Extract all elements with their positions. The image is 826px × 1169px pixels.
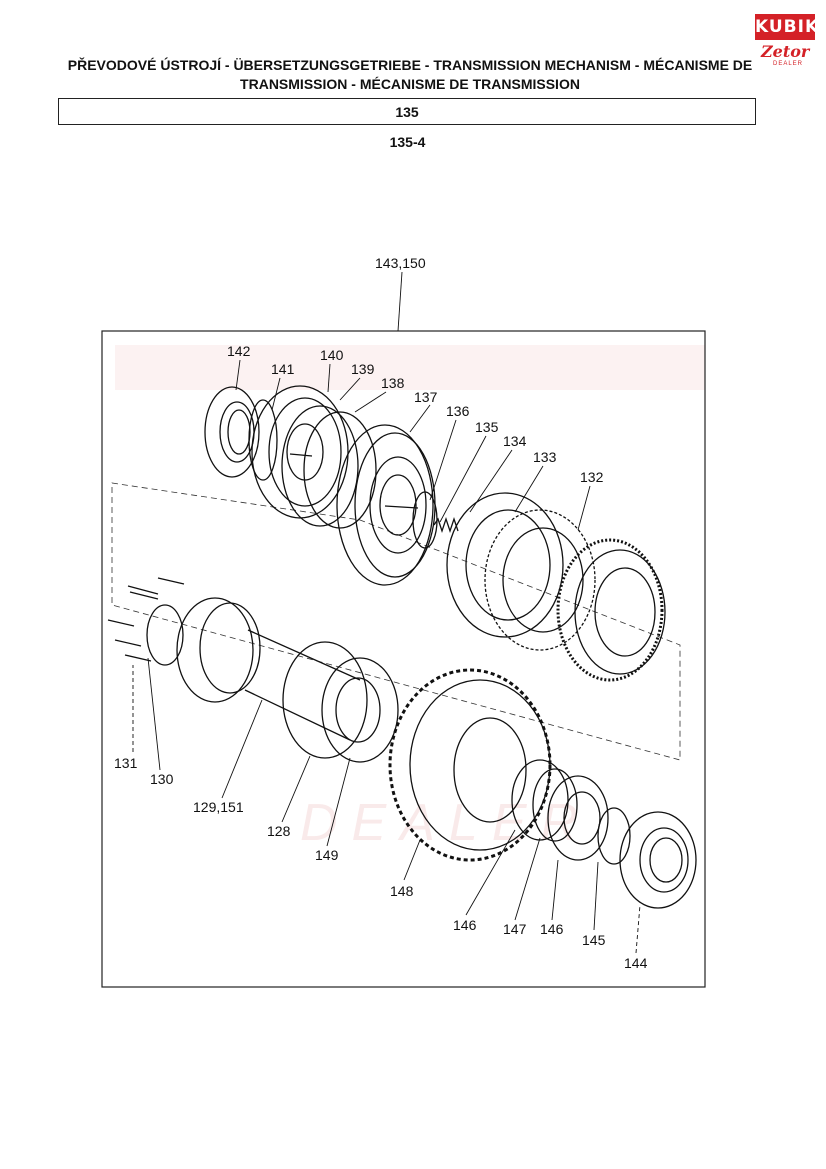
kubik-zetor-logo: KUBIK Zetor DEALER [755, 14, 818, 70]
part-149-ring [321, 657, 399, 763]
part-140-piston [251, 385, 349, 519]
callout-135: 135 [475, 419, 499, 435]
callout-131: 131 [114, 755, 138, 771]
logo-kubik-text: KUBIK [755, 14, 818, 40]
diagram-frame [101, 330, 706, 988]
callout-141: 141 [271, 361, 295, 377]
callout-136: 136 [446, 403, 470, 419]
part-137-clutch-drum [336, 424, 436, 586]
part-128-ring [282, 641, 368, 759]
callout-146-a: 146 [453, 917, 477, 933]
callout-145: 145 [582, 932, 606, 948]
callout-148: 148 [390, 883, 414, 899]
part-141-ring [248, 399, 278, 481]
callout-130: 130 [150, 771, 174, 787]
part-134-disc [446, 492, 564, 638]
title-line-2: TRANSMISSION - MÉCANISME DE TRANSMISSION [240, 76, 580, 92]
part-133-friction-disc [484, 509, 596, 651]
callout-128: 128 [267, 823, 291, 839]
callout-144: 144 [624, 955, 648, 971]
part-147-ring [532, 768, 578, 842]
callout-129-151: 129,151 [193, 799, 244, 815]
callout-146-b: 146 [540, 921, 564, 937]
leader-lines [132, 271, 641, 954]
callout-134: 134 [503, 433, 527, 449]
subassembly-outline [111, 482, 681, 761]
callout-142: 142 [227, 343, 251, 359]
part-129-151-shaft [146, 597, 381, 743]
section-number-box: 135 [58, 98, 756, 125]
logo-zetor-text: Zetor [761, 42, 810, 61]
part-132-toothed-ring [556, 538, 666, 682]
callout-137: 137 [414, 389, 438, 405]
callout-147: 147 [503, 921, 527, 937]
part-146-ring-a [511, 759, 569, 841]
callout-143-150: 143,150 [375, 255, 426, 271]
callout-139: 139 [351, 361, 375, 377]
title-line-1: PŘEVODOVÉ ÚSTROJÍ - ÜBERSETZUNGSGETRIEBE… [67, 57, 753, 73]
subsection-number: 135-4 [389, 134, 426, 150]
callout-133: 133 [533, 449, 557, 465]
part-142-bearing [204, 386, 260, 478]
part-148-gear [388, 668, 552, 862]
callout-132: 132 [580, 469, 604, 485]
page-title: PŘEVODOVÉ ÚSTROJÍ - ÜBERSETZUNGSGETRIEBE… [40, 56, 780, 94]
part-145-washer [597, 807, 631, 865]
callout-149: 149 [315, 847, 339, 863]
part-144-bearing [619, 811, 697, 909]
part-139-ring [281, 405, 359, 527]
part-138-ring [303, 411, 377, 529]
part-131-bolts [107, 577, 185, 662]
logo-dealer-text: DEALER [773, 61, 804, 67]
callout-140: 140 [320, 347, 344, 363]
part-146-bearing-b [547, 775, 609, 861]
callout-138: 138 [381, 375, 405, 391]
part-135-spring [433, 516, 459, 534]
